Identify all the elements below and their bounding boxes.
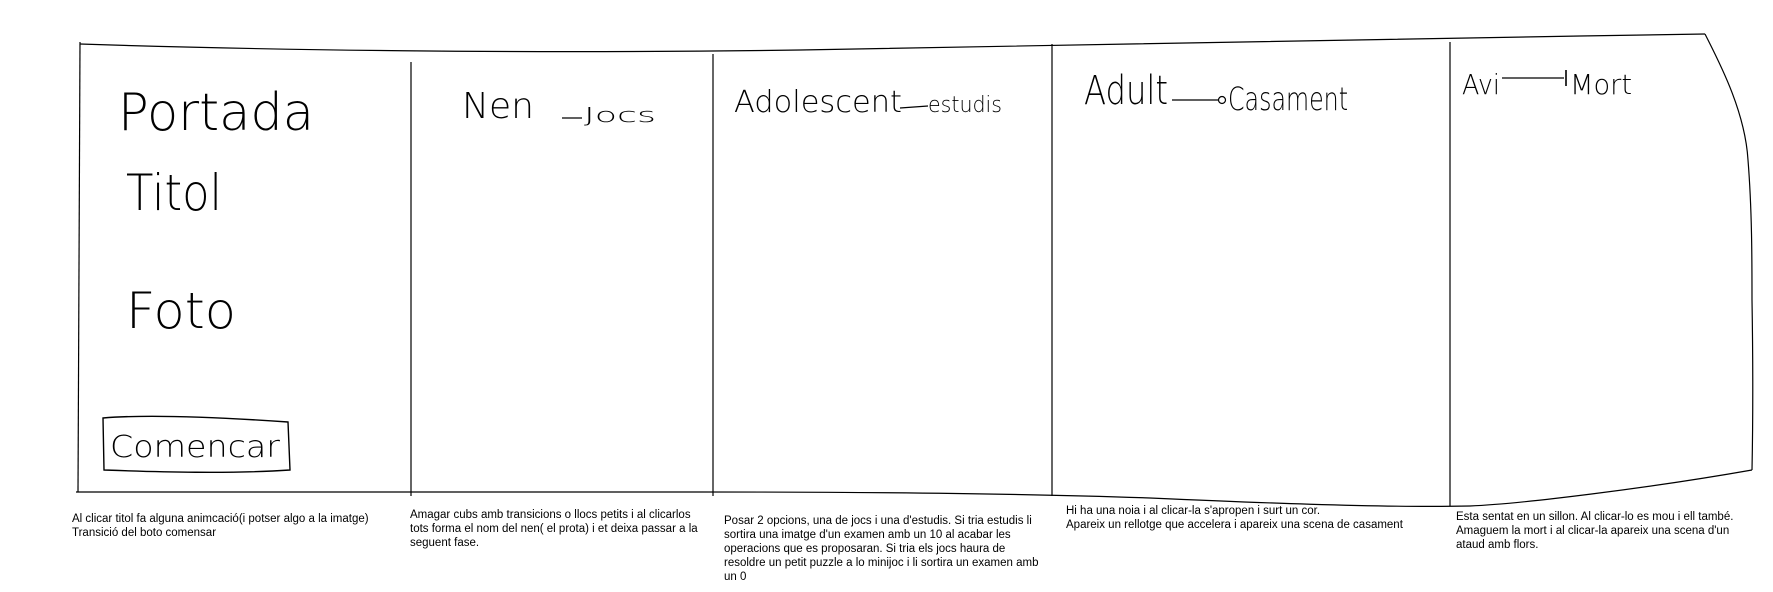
comencar-button-label: Comencar: [110, 430, 281, 465]
frame-bottom-line: [76, 469, 1753, 507]
avi-note: Esta sentat en un sillon. Al clicar-lo e…: [1456, 511, 1734, 551]
frame-left-line: [77, 41, 81, 493]
titol-sketch: Titol: [126, 164, 222, 222]
avi-heading: Avi: [1462, 68, 1500, 101]
adult-heading: Adult: [1084, 68, 1168, 114]
frame-top-line: [79, 33, 1706, 53]
adolescent-arrow-target: estudis: [928, 93, 1002, 118]
nen-arrow-target: Jocs: [584, 103, 656, 127]
portada-title-sketch: Portada: [118, 83, 314, 143]
adult-arrow-head: [1217, 95, 1227, 105]
frame-right-line: [1704, 33, 1754, 471]
nen-heading: Nen: [462, 86, 534, 127]
adult-arrow-target: Casament: [1228, 80, 1348, 118]
adolescent-note: Posar 2 opcions, una de jocs i una d'est…: [724, 515, 1039, 583]
comencar-button-outline: [102, 415, 291, 474]
foto-sketch: Foto: [126, 282, 236, 340]
adult-note: Hi ha una noia i al clicar-la s'apropen …: [1066, 505, 1403, 531]
portada-note: Al clicar titol fa alguna animcació(i po…: [72, 513, 369, 539]
adolescent-heading: Adolescent: [734, 85, 902, 120]
nen-note: Amagar cubs amb transicions o llocs peti…: [410, 509, 698, 549]
avi-arrow-target: Mort: [1570, 68, 1632, 101]
adolescent-arrow-line: [899, 105, 929, 109]
